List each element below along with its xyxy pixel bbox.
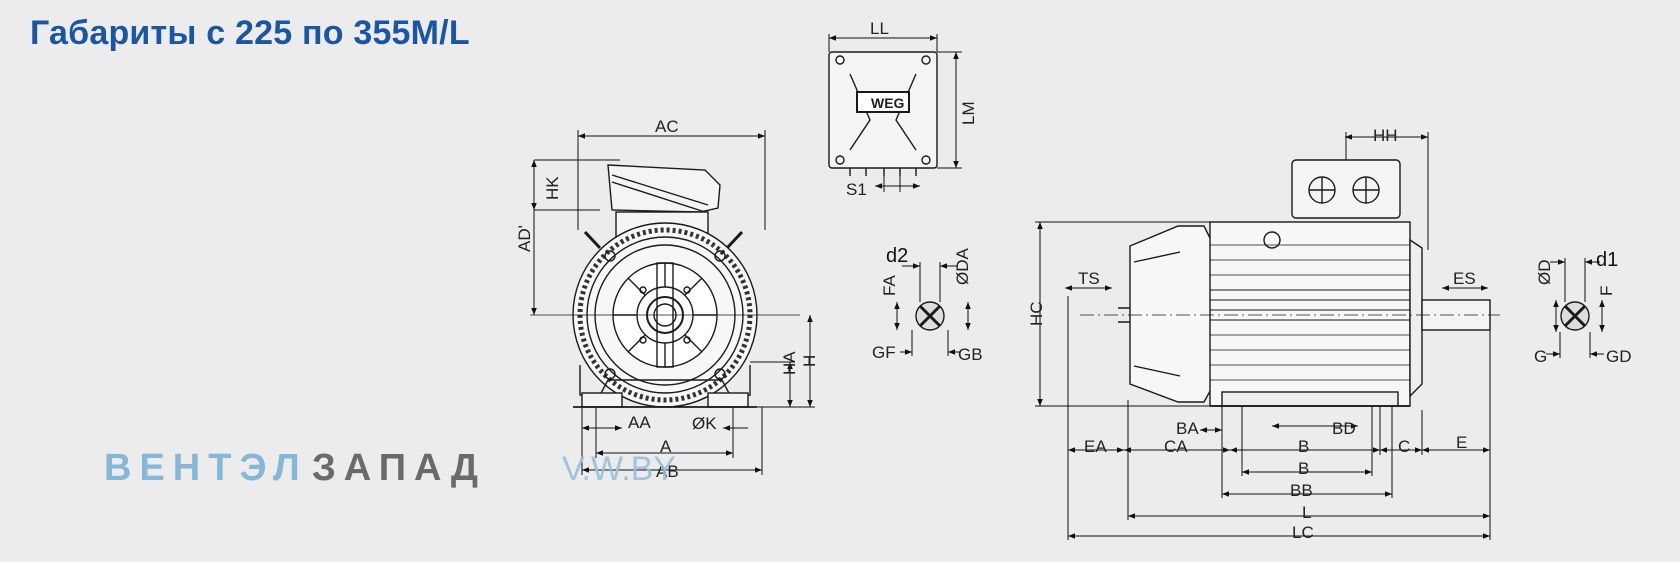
label-A: A (660, 437, 672, 456)
label-FA: FA (880, 275, 899, 296)
label-GB: GB (958, 345, 983, 364)
label-LC: LC (1292, 523, 1314, 542)
terminal-box-view (828, 51, 938, 176)
shaft-section-front (915, 301, 945, 331)
label-GF: GF (872, 343, 896, 362)
label-HA: HA (780, 351, 799, 375)
terminal-box-labels: LL LM S1 (846, 19, 978, 199)
label-AA: AA (628, 413, 651, 432)
label-B-second: B (1298, 459, 1309, 478)
front-view (530, 164, 800, 408)
label-d2: d2 (886, 245, 908, 267)
label-K: ØK (692, 414, 717, 433)
label-d1: d1 (1596, 249, 1618, 271)
front-view-dimensions (531, 130, 815, 475)
watermark-part2: ЗАПАД (312, 447, 486, 489)
label-H: H (800, 355, 819, 367)
front-view-labels: AC HK AD' HA H AA ØK A AB (515, 117, 819, 481)
shaft-section-rear (1560, 301, 1590, 331)
label-HH: HH (1373, 126, 1398, 145)
shaft-rear-labels: d1 ØD F G GD (1534, 249, 1632, 366)
label-AC: AC (655, 117, 679, 136)
label-CA: CA (1164, 437, 1188, 456)
watermark-part1: ВЕНТЭЛ (104, 447, 308, 489)
label-AB: AB (656, 462, 679, 481)
label-TS: TS (1078, 269, 1100, 288)
watermark: ВЕНТЭЛ ЗАПАД V.W.BY (104, 447, 676, 489)
label-DA: ØDA (953, 248, 972, 286)
label-HC: HC (1027, 301, 1046, 326)
label-HK: HK (543, 176, 562, 200)
label-C: C (1398, 437, 1410, 456)
shaft-rear-dimensions (1546, 258, 1605, 358)
label-F: F (1597, 286, 1616, 296)
label-ES: ES (1453, 269, 1476, 288)
label-S1: S1 (846, 180, 867, 199)
label-G: G (1534, 347, 1547, 366)
page-title: Габариты с 225 по 355M/L (30, 14, 470, 52)
label-AD: AD' (515, 225, 534, 252)
label-EA: EA (1084, 437, 1107, 456)
label-BA: BA (1176, 419, 1199, 438)
label-BB: BB (1290, 481, 1313, 500)
label-L: L (1302, 503, 1311, 522)
shaft-front-dimensions (894, 262, 971, 356)
label-D: ØD (1535, 260, 1554, 286)
label-B: B (1298, 437, 1309, 456)
side-view (1080, 159, 1500, 407)
side-view-dimensions (1035, 132, 1491, 540)
side-view-labels: HH HC TS ES BA BD EA CA B C E B BB L LC (1027, 126, 1476, 542)
label-BD: BD (1332, 419, 1356, 438)
label-GD: GD (1606, 347, 1632, 366)
label-E: E (1456, 433, 1467, 452)
label-LL: LL (870, 19, 889, 38)
shaft-front-labels: d2 ØDA FA GF GB (872, 245, 983, 364)
weg-logo: WEG (871, 95, 905, 111)
watermark-site: V.W.BY (562, 450, 676, 488)
terminal-box-dimensions (828, 34, 962, 192)
label-LM: LM (959, 101, 978, 125)
